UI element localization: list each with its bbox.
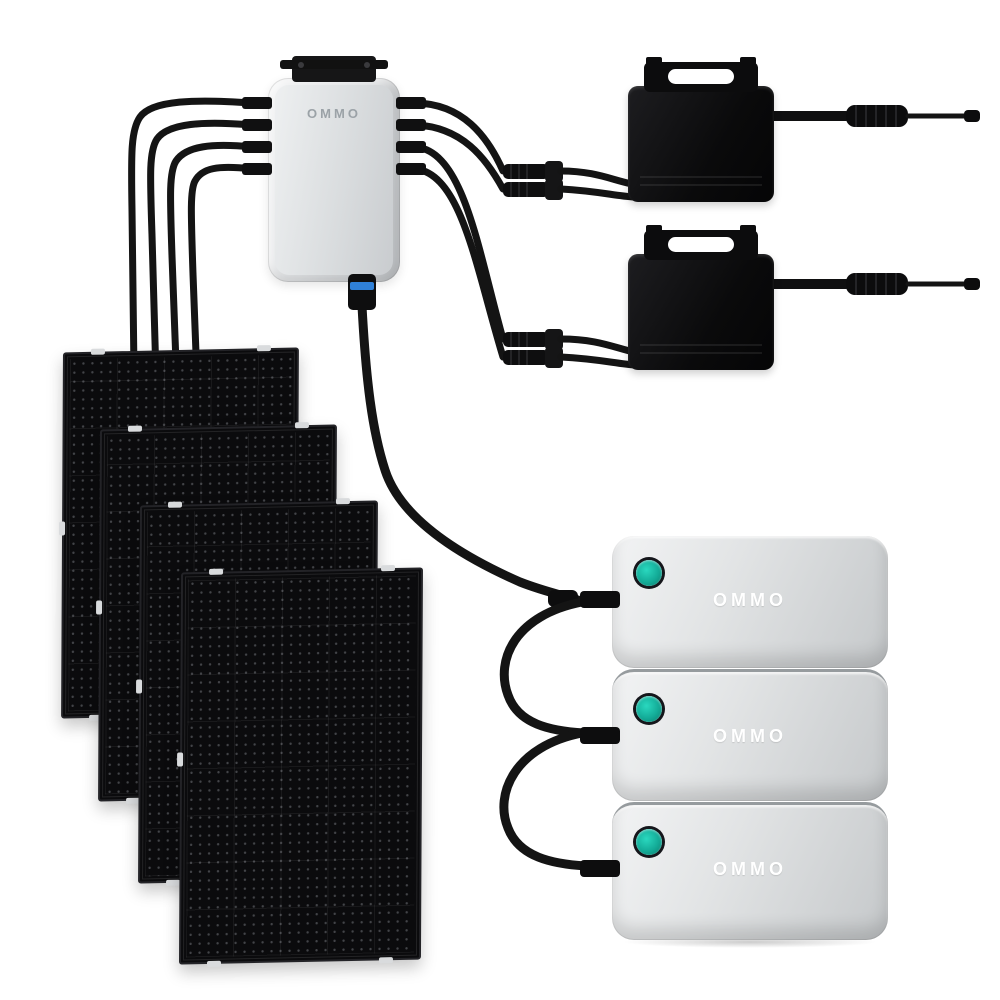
- pv-cable-3: [167, 141, 256, 528]
- inverter-mounting-bracket: [644, 225, 758, 260]
- combiner-brand-label: OMMO: [307, 106, 361, 121]
- heatsink-rib: [640, 176, 762, 178]
- battery-module-3: OMMO: [580, 802, 888, 940]
- inverter-input-cable-1: [557, 167, 636, 188]
- battery-brand-label: OMMO: [713, 590, 787, 610]
- battery-link-cable-2: [499, 728, 591, 871]
- pv-cable-2: [147, 119, 256, 452]
- combiner-box: OMMO: [242, 56, 426, 310]
- heatsink-rib: [640, 344, 762, 346]
- battery-module-1: OMMO: [580, 536, 888, 668]
- microinverter-2: [628, 225, 774, 370]
- battery-input-cable: [357, 301, 583, 605]
- inverter-mounting-bracket: [644, 57, 758, 92]
- battery-output-port: [348, 274, 376, 310]
- battery-brand-label: OMMO: [713, 859, 787, 879]
- combiner-face: [275, 85, 393, 275]
- branch-cable-3: [412, 143, 507, 343]
- inverter-input-cable-2: [557, 185, 638, 201]
- battery-module-2: OMMO: [580, 669, 888, 801]
- pv-input-port-1: [242, 97, 272, 109]
- inverter-input-cable-4: [557, 353, 640, 369]
- branch-cable-4: [412, 165, 507, 361]
- microinverter-1: [628, 57, 774, 202]
- trunk-end-cap-2: [964, 278, 980, 290]
- bracket-bar: [280, 60, 388, 69]
- trunk-cable-1: [765, 105, 980, 127]
- pv-input-port-4: [242, 163, 272, 175]
- bolt-icon: [364, 62, 370, 68]
- mc4-connector-1: [503, 161, 563, 182]
- dc-output-port-1: [396, 97, 426, 109]
- pv-input-port-2: [242, 119, 272, 131]
- bracket-ear: [646, 57, 662, 65]
- power-button: [636, 696, 662, 722]
- mc4-connector-4: [503, 347, 563, 368]
- bracket-ear: [740, 225, 756, 233]
- battery-port: [580, 727, 620, 744]
- inverter-input-cable-3: [557, 335, 638, 356]
- battery-link-cable-1: [499, 597, 589, 738]
- trunk-end-cap-1: [964, 110, 980, 122]
- branch-cable-1: [412, 99, 507, 175]
- carry-handle-slot: [668, 69, 734, 84]
- pv-input-port-3: [242, 141, 272, 153]
- pv-cable-4: [187, 163, 256, 596]
- heatsink-rib: [640, 184, 762, 186]
- bolt-icon: [298, 62, 304, 68]
- pv-cable-1: [128, 97, 256, 376]
- bracket-ear: [740, 57, 756, 65]
- carry-handle-slot: [668, 237, 734, 252]
- battery-brand-label: OMMO: [713, 726, 787, 746]
- bracket-ear: [646, 225, 662, 233]
- power-button: [636, 829, 662, 855]
- battery-port: [580, 591, 620, 608]
- dc-output-port-2: [396, 119, 426, 131]
- trunk-cable-2: [765, 273, 980, 295]
- battery-port: [580, 860, 620, 877]
- combiner-mounting-bracket: [280, 56, 388, 82]
- heatsink-rib: [640, 352, 762, 354]
- connector-blue-band: [350, 282, 374, 290]
- branch-cable-2: [412, 121, 507, 193]
- mc4-connector-3: [503, 329, 563, 350]
- power-button: [636, 560, 662, 586]
- mc4-connector-2: [503, 179, 563, 200]
- dc-output-port-4: [396, 163, 426, 175]
- dc-output-port-3: [396, 141, 426, 153]
